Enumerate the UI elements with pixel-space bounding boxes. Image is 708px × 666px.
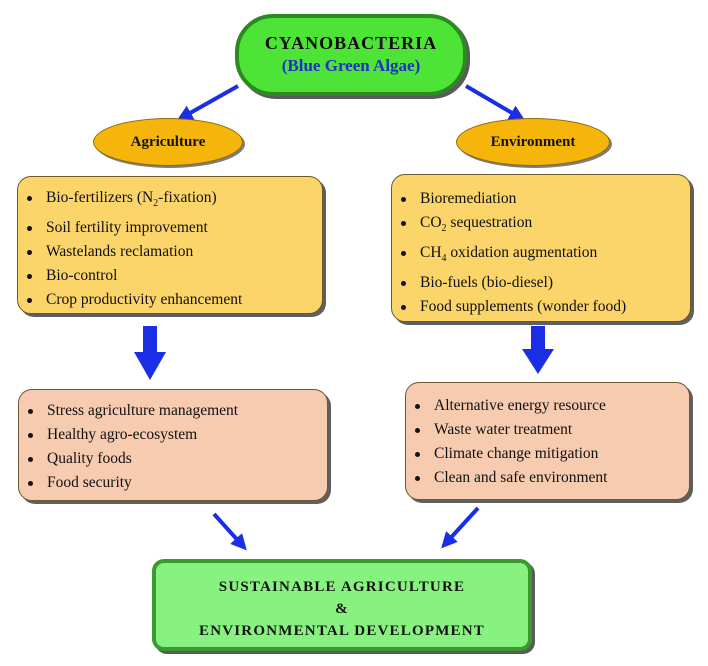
list-item: Bio-control [27,264,322,288]
sustainable-development-box: SUSTAINABLE AGRICULTURE & ENVIRONMENTAL … [152,559,532,651]
agriculture-applications-list: Bio-fertilizers (N2-fixation) Soil fertil… [18,186,322,312]
list-item: Waste water treatment [415,418,689,442]
subscript: 4 [441,253,447,265]
list-item: Crop productivity enhancement [27,288,322,312]
list-item-text: Bioremediation [420,190,517,207]
subscript: 2 [441,223,447,235]
subscript: 2 [153,198,159,210]
arrow-agriculture-down [134,326,166,380]
list-item: Bio-fuels (bio-diesel) [401,271,690,295]
list-item-text: Crop productivity enhancement [46,291,243,309]
list-item-text: CH [420,244,442,262]
environment-label: Environment [490,133,576,150]
list-item-text-suffix: oxidation augmentation [446,244,598,262]
arrow-environment-to-bottom [441,506,480,549]
list-item: Bio-fertilizers (N2-fixation) [27,186,322,216]
agriculture-applications-box: Bio-fertilizers (N2-fixation) Soil fertil… [17,176,323,314]
bottom-line-1: SUSTAINABLE AGRICULTURE [218,579,466,595]
list-item: Alternative energy resource [415,394,689,418]
list-item-text: Soil fertility improvement [46,219,208,237]
bottom-line-2: & [335,601,349,617]
list-item-text: Bio-fuels (bio-diesel) [420,274,554,292]
list-item: CO2 sequestration [401,211,690,241]
arrow-agriculture-to-bottom [212,512,247,551]
cyanobacteria-box: CYANOBACTERIA (Blue Green Algae) [235,14,467,96]
list-item-text: Bio-control [46,267,118,285]
list-item: Food security [28,471,327,495]
list-item: Stress agriculture management [28,399,327,423]
list-item-text: Wastelands reclamation [46,243,194,261]
list-item-text: CO [420,214,442,231]
list-item: Bioremediation [401,187,690,211]
list-item: Food supplements (wonder food) [401,295,690,319]
list-item: Soil fertility improvement [27,216,322,240]
cyanobacteria-title: CYANOBACTERIA [264,33,438,53]
list-item-text: Food supplements (wonder food) [420,298,627,316]
list-item-text: Bio-fertilizers (N [46,189,154,206]
list-item: Wastelands reclamation [27,240,322,264]
list-item: CH4 oxidation augmentation [401,241,690,271]
environment-oval: Environment [456,118,610,166]
arrow-top-to-environment [464,84,526,121]
cyanobacteria-subtitle: (Blue Green Algae) [281,56,421,75]
agriculture-oval: Agriculture [93,118,243,166]
arrow-environment-down [522,326,554,374]
arrow-top-to-agriculture [176,84,239,121]
list-item: Quality foods [28,447,327,471]
list-item-text-suffix: sequestration [446,214,533,231]
list-item-text-suffix: -fixation) [158,189,217,206]
list-item: Healthy agro-ecosystem [28,423,327,447]
agriculture-label: Agriculture [130,133,206,150]
list-item: Clean and safe environment [415,466,689,490]
list-item: Climate change mitigation [415,442,689,466]
bottom-line-3: ENVIRONMENTAL DEVELOPMENT [199,623,485,639]
